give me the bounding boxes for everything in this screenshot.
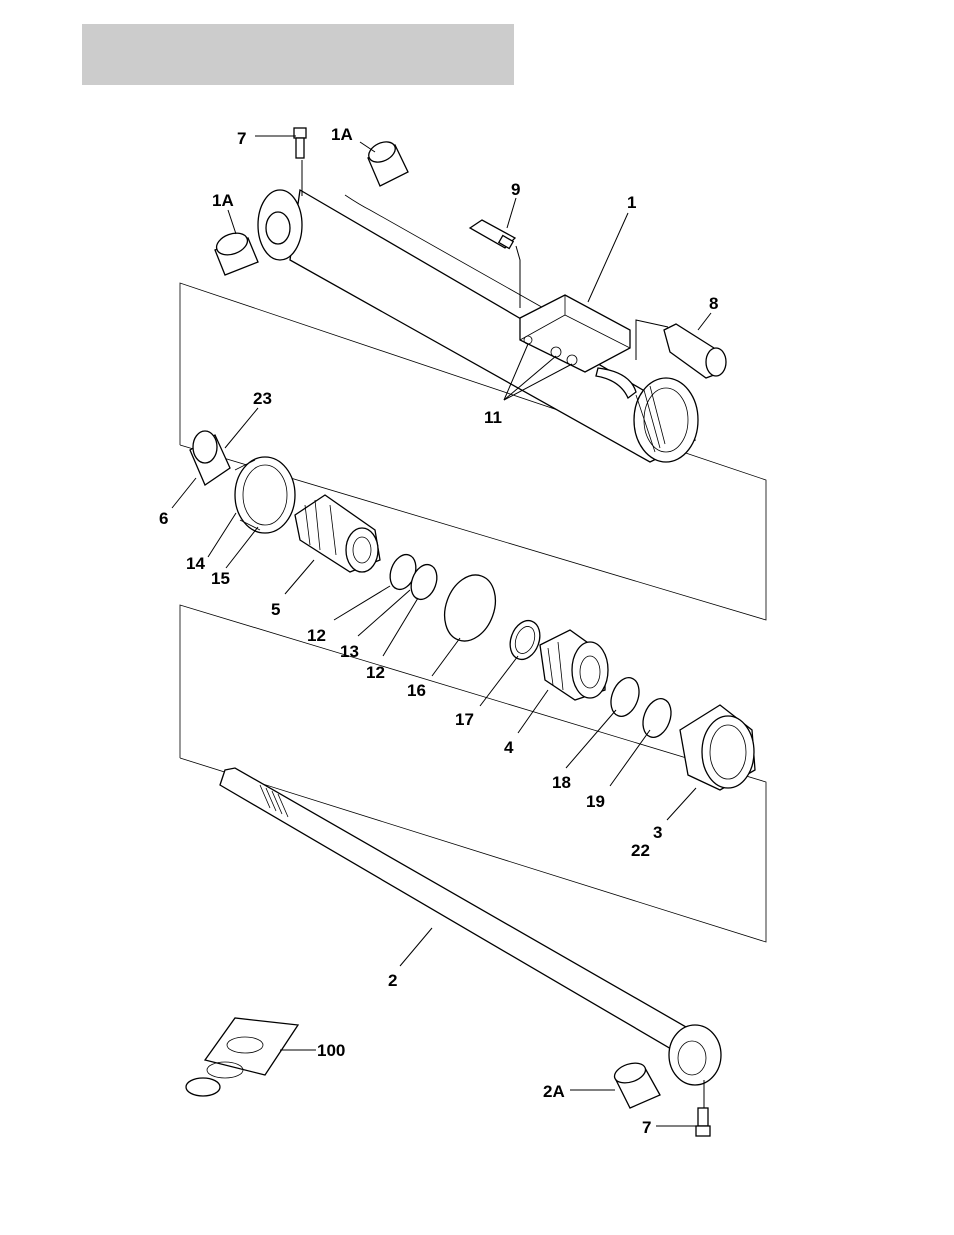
callout-100: 100 [317, 1041, 345, 1060]
callout-7-bottom: 7 [642, 1118, 651, 1137]
callout-22: 22 [631, 841, 650, 860]
part-17-ring [505, 616, 545, 663]
callout-8: 8 [709, 294, 718, 313]
callout-7-top: 7 [237, 129, 246, 148]
lower-assembly-frame [180, 605, 766, 942]
callout-23: 23 [253, 389, 272, 408]
part-2a-bushing [612, 1059, 660, 1108]
callout-18: 18 [552, 773, 571, 792]
callout-2: 2 [388, 971, 397, 990]
part-3-nut [680, 705, 755, 790]
part-16-oring [436, 568, 504, 648]
part-18-ring [606, 674, 644, 720]
callout-4: 4 [504, 738, 514, 757]
part-19-ring [638, 695, 676, 741]
callout-6: 6 [159, 509, 168, 528]
part-100-seal-kit [186, 1018, 298, 1096]
callout-1a-left: 1A [212, 191, 234, 210]
part-2-rod [220, 768, 721, 1085]
callout-16: 16 [407, 681, 426, 700]
part-8-valve [664, 324, 726, 378]
callout-17: 17 [455, 710, 474, 729]
part-14-15-seal [235, 457, 295, 533]
part-7-fitting-bottom [696, 1108, 710, 1136]
callout-1a-top: 1A [331, 125, 353, 144]
callout-14: 14 [186, 554, 205, 573]
callout-12a: 12 [307, 626, 326, 645]
callout-5: 5 [271, 600, 280, 619]
callout-19: 19 [586, 792, 605, 811]
callout-13: 13 [340, 642, 359, 661]
callout-15: 15 [211, 569, 230, 588]
part-6-gland [190, 431, 230, 485]
callout-12b: 12 [366, 663, 385, 682]
callout-3: 3 [653, 823, 662, 842]
part-1a-bushing-left [214, 229, 258, 275]
part-1a-bushing-top [366, 138, 408, 186]
part-5-head [295, 495, 380, 572]
callout-1: 1 [627, 193, 636, 212]
part-7-fitting-top [294, 128, 306, 158]
part-4-piston [540, 630, 608, 700]
callout-2a: 2A [543, 1082, 565, 1101]
callout-11: 11 [484, 408, 502, 427]
callout-9: 9 [511, 180, 520, 199]
